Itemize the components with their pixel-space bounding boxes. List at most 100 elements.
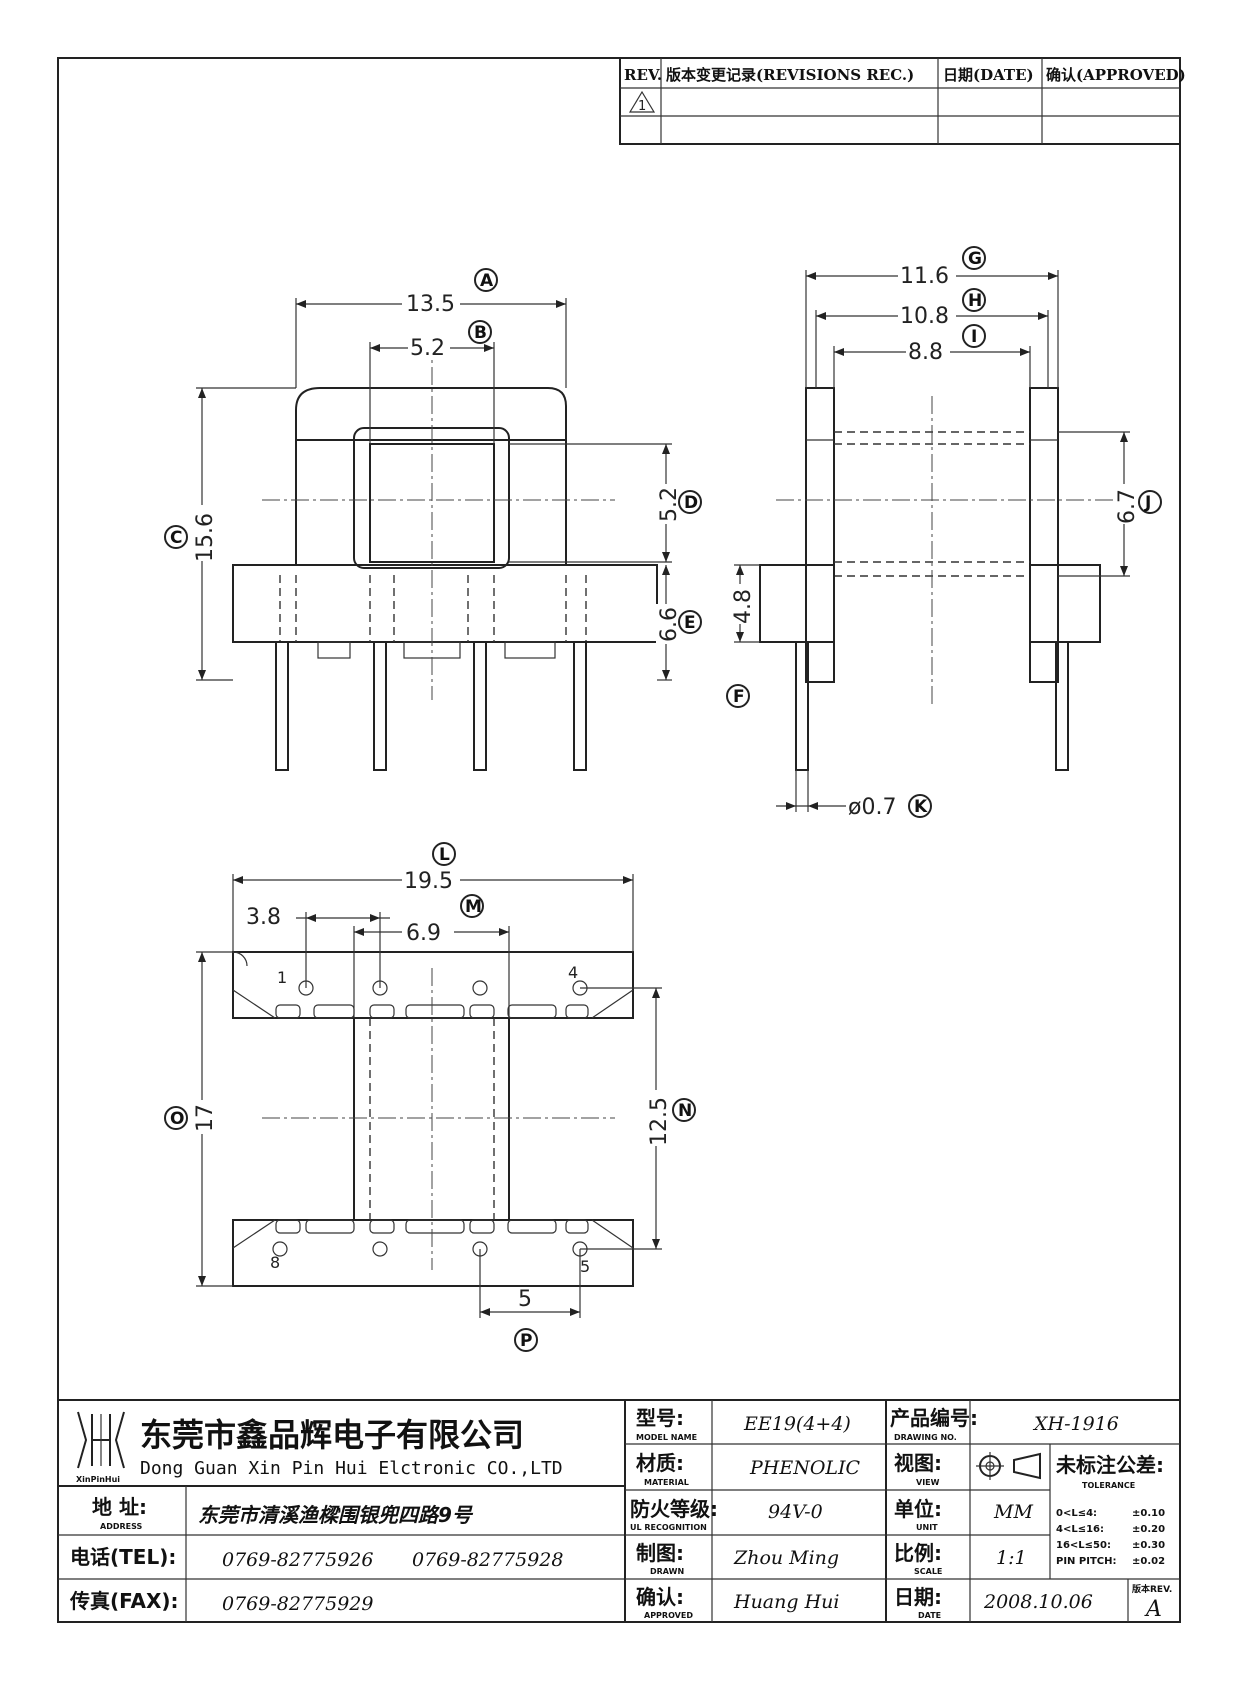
label-p-circle [514,1328,538,1352]
approved-label-en: APPROVED [644,1611,693,1620]
label-o: O [170,1109,184,1129]
drawing-no-value: XH-1916 [1032,1413,1119,1435]
view-label: 视图: [894,1451,942,1475]
label-n: N [678,1101,692,1121]
label-c: C [170,528,182,548]
pin-4-label: 4 [568,963,578,982]
dim-e-value: 6.6 [657,607,682,642]
label-g: G [968,249,982,269]
label-l: L [439,845,450,865]
label-k: K [914,797,928,817]
dim-c-value: 15.6 [193,513,218,562]
dim-n-value: 12.5 [647,1097,672,1146]
sheet-border [57,57,1181,1623]
tol-2-value: ±0.20 [1132,1524,1165,1535]
tol-1-value: ±0.10 [1132,1508,1165,1519]
bottom-view: 1 4 5 8 19.5 L 3.8 M 6.9 [164,842,696,1352]
tol-3-range: 16<L≤50: [1056,1540,1111,1551]
address-value: 东莞市清溪渔樑围银兜四路9号 [198,1503,474,1527]
dim-b-value: 5.2 [410,336,445,361]
side-view: 11.6 G 10.8 H 8.8 I 6.7 J [726,246,1162,820]
address-label-en: ADDRESS [100,1522,143,1531]
tol-4-value: ±0.02 [1132,1556,1165,1567]
label-p: P [520,1331,532,1351]
dim-o-value: 17 [193,1104,218,1132]
label-a: A [480,271,494,291]
label-e: E [684,613,696,633]
company-name-cn: 东莞市鑫品辉电子有限公司 [140,1416,524,1454]
approved-value: Huang Hui [733,1591,839,1613]
dim-g-value: 11.6 [900,264,949,289]
tel-1: 0769-82775926 [222,1549,373,1571]
label-e-circle [678,610,702,634]
label-g-circle [962,246,986,270]
fax-value: 0769-82775929 [222,1593,373,1615]
scale-value: 1:1 [996,1547,1027,1569]
drawing-no-label-en: DRAWING NO. [894,1433,957,1442]
dim-f-value: 4.8 [731,589,756,624]
model-label: 型号: [636,1406,684,1430]
scale-label-en: SCALE [914,1567,942,1576]
label-b-circle [468,320,492,344]
date-header: 日期(DATE) [943,66,1034,84]
drawn-value: Zhou Ming [733,1547,839,1569]
label-c-circle [164,525,188,549]
model-label-en: MODEL NAME [636,1433,697,1442]
date-label-en: DATE [918,1611,941,1620]
front-view: 13.5 A 5.2 B 15.6 C 5.2 D [164,268,702,771]
tolerance-label-en: TOLERANCE [1082,1481,1135,1490]
pin-5-label: 5 [580,1257,590,1276]
dim-i-value: 8.8 [908,340,943,365]
label-i: I [971,327,977,347]
label-j-circle [1138,490,1162,514]
label-h: H [968,291,982,311]
model-value: EE19(4+4) [743,1413,851,1435]
dim-a-value: 13.5 [406,292,455,317]
rev-value: A [1144,1597,1162,1622]
view-label-en: VIEW [916,1478,940,1487]
dim-m2-value: 6.9 [406,921,441,946]
fax-label: 传真(FAX): [69,1589,179,1613]
label-f: F [733,687,745,707]
ul-value: 94V-0 [768,1501,823,1523]
label-m-circle [460,894,484,918]
tel-2: 0769-82775928 [412,1549,563,1571]
label-m: M [465,897,482,917]
unit-value: MM [993,1501,1033,1523]
company-name-en: Dong Guan Xin Pin Hui Elctronic CO.,LTD [140,1458,563,1479]
label-j: J [1144,493,1151,513]
approved-header: 确认(APPROVED) [1046,66,1186,84]
label-o-circle [164,1106,188,1130]
label-k-circle [908,794,932,818]
date-label: 日期: [894,1585,942,1609]
projection-symbol-icon [976,1452,1041,1480]
pin-1-label: 1 [277,968,287,987]
label-a-circle [474,268,498,292]
tolerance-label: 未标注公差: [1056,1453,1164,1477]
revision-table: REV. 版本变更记录(REVISIONS REC.) 日期(DATE) 确认(… [619,57,1186,145]
unit-label: 单位: [894,1497,942,1521]
rev-label: 版本REV. [1131,1583,1172,1595]
drawing-no-label: 产品编号: [890,1406,978,1430]
ul-label: 防火等级: [630,1497,718,1521]
label-n-circle [672,1098,696,1122]
dim-l-value: 19.5 [404,869,453,894]
drawn-label-en: DRAWN [650,1567,684,1576]
label-b: B [474,323,487,343]
dim-m1-value: 3.8 [246,905,281,930]
address-label: 地 址: [92,1495,147,1519]
dim-d-value: 5.2 [657,487,682,522]
pin-8-label: 8 [270,1253,280,1272]
dim-p-value: 5 [518,1287,532,1312]
revision-mark: 1 [638,99,646,114]
company-logo-icon [77,1411,125,1469]
title-block: XinPinHui 东莞市鑫品辉电子有限公司 Dong Guan Xin Pin… [58,1399,1180,1622]
material-value: PHENOLIC [749,1457,861,1479]
dim-h-value: 10.8 [900,304,949,329]
tol-2-range: 4<L≤16: [1056,1524,1104,1535]
label-l-circle [432,842,456,866]
scale-label: 比例: [894,1541,942,1565]
material-label-en: MATERIAL [644,1478,689,1487]
rev-header: REV. [624,66,662,84]
drawn-label: 制图: [636,1541,684,1565]
